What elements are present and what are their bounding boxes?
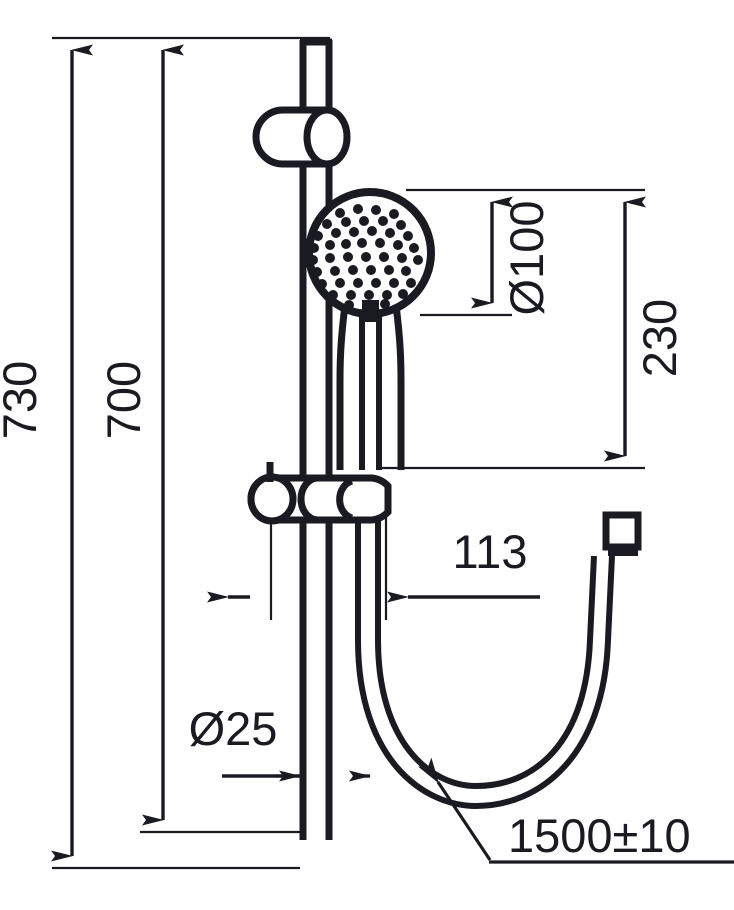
hose-outer-curve — [355, 520, 615, 810]
wall-rail — [299, 38, 333, 840]
handle-left-profile — [336, 304, 349, 470]
spray-nozzle-dots — [308, 204, 423, 310]
slider-mid-ring-1 — [297, 474, 319, 524]
slider-left-ring — [247, 473, 297, 525]
shower-head — [305, 188, 435, 318]
dimension-head-diameter: Ø100 — [471, 196, 553, 316]
dim-d100-label: Ø100 — [500, 201, 553, 316]
upper-bracket — [252, 106, 351, 168]
dim-700-label: 700 — [97, 361, 150, 439]
upper-bracket-end-cap — [303, 106, 351, 168]
dimension-700: 700 — [97, 44, 184, 826]
handle-neck — [362, 300, 379, 322]
hose-inner-curve — [375, 520, 597, 790]
dimension-rail-diameter: Ø25 — [189, 702, 371, 782]
dimension-hose-length: 1500±10 — [418, 757, 734, 864]
shower-handle — [336, 300, 405, 470]
slider-mid-ring-2 — [336, 477, 354, 522]
dimension-113: 113 — [207, 512, 540, 620]
dimension-230: 230 — [604, 196, 686, 462]
dimension-730: 730 — [0, 44, 93, 862]
dim-230-label: 230 — [633, 299, 686, 377]
hose-leader-diagonal — [418, 757, 492, 861]
hose-nut-body — [602, 511, 642, 551]
dim-d25-label: Ø25 — [189, 702, 278, 755]
dim-113-label: 113 — [453, 525, 528, 578]
flexible-hose — [355, 520, 615, 810]
handle-right-profile — [392, 304, 405, 470]
extension-lines — [52, 36, 645, 870]
dim-730-label: 730 — [0, 361, 46, 439]
slider-holder — [247, 462, 392, 525]
dim-hose-label: 1500±10 — [508, 809, 691, 862]
hose-nut — [602, 511, 642, 556]
